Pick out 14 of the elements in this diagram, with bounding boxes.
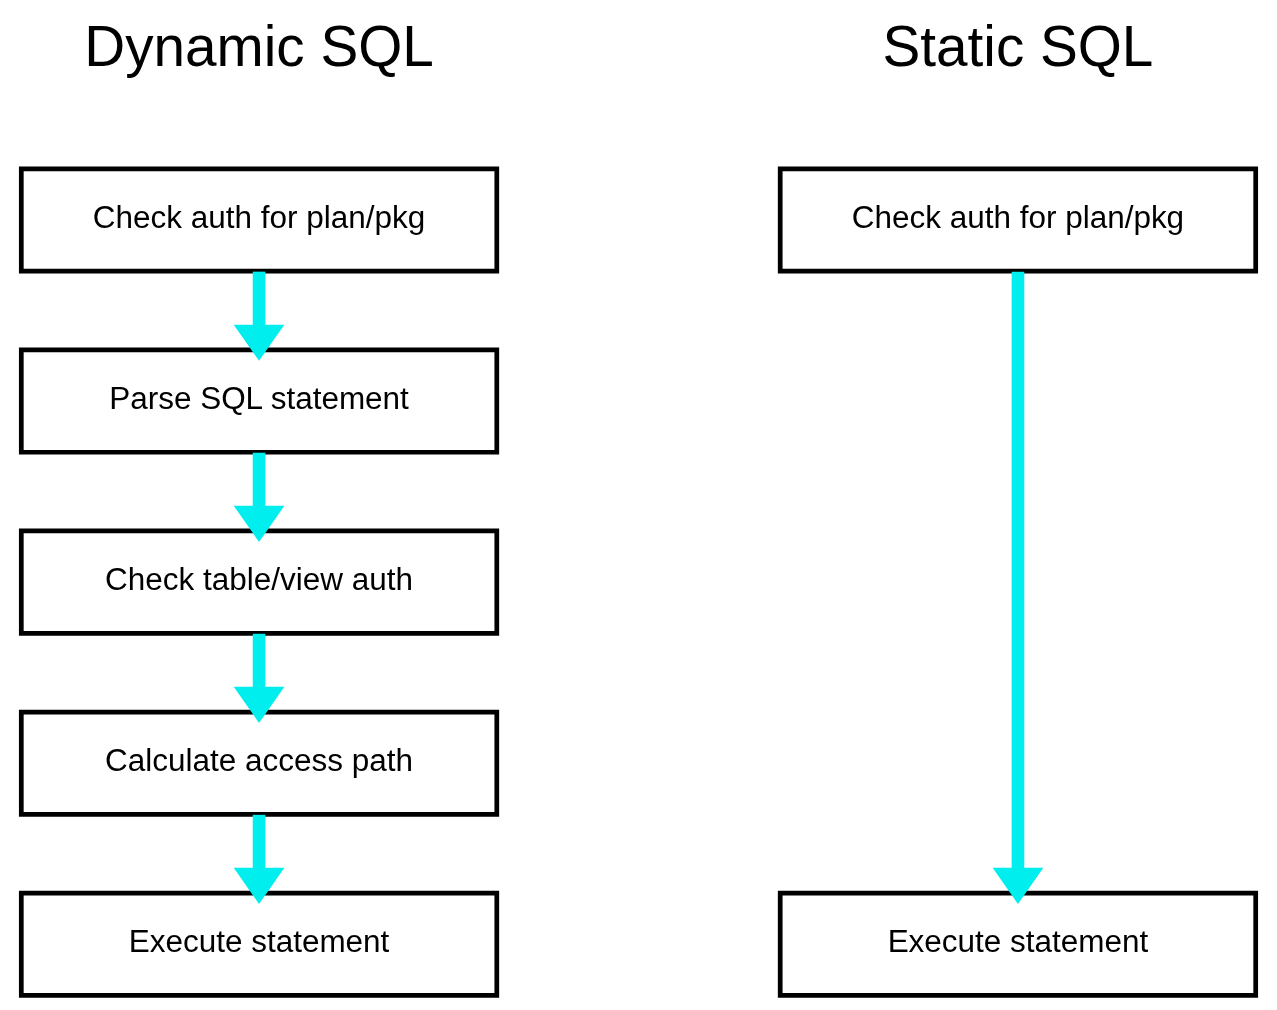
- label: Dynamic SQL: [84, 15, 434, 79]
- arrow: [233, 814, 285, 905]
- node-box: Check auth for plan/pkg: [777, 166, 1259, 274]
- label: Static SQL: [882, 15, 1154, 79]
- arrow: [233, 452, 285, 542]
- arrow: [233, 271, 285, 361]
- node-box: Check auth for plan/pkg: [18, 166, 500, 274]
- node-box: Execute statement: [777, 890, 1259, 998]
- node-box: Calculate access path: [18, 709, 500, 817]
- node-box: Check table/view auth: [18, 528, 500, 636]
- arrow: [992, 271, 1044, 904]
- arrow: [233, 633, 285, 723]
- node-box: Execute statement: [18, 890, 500, 998]
- node-box: Parse SQL statement: [18, 347, 500, 455]
